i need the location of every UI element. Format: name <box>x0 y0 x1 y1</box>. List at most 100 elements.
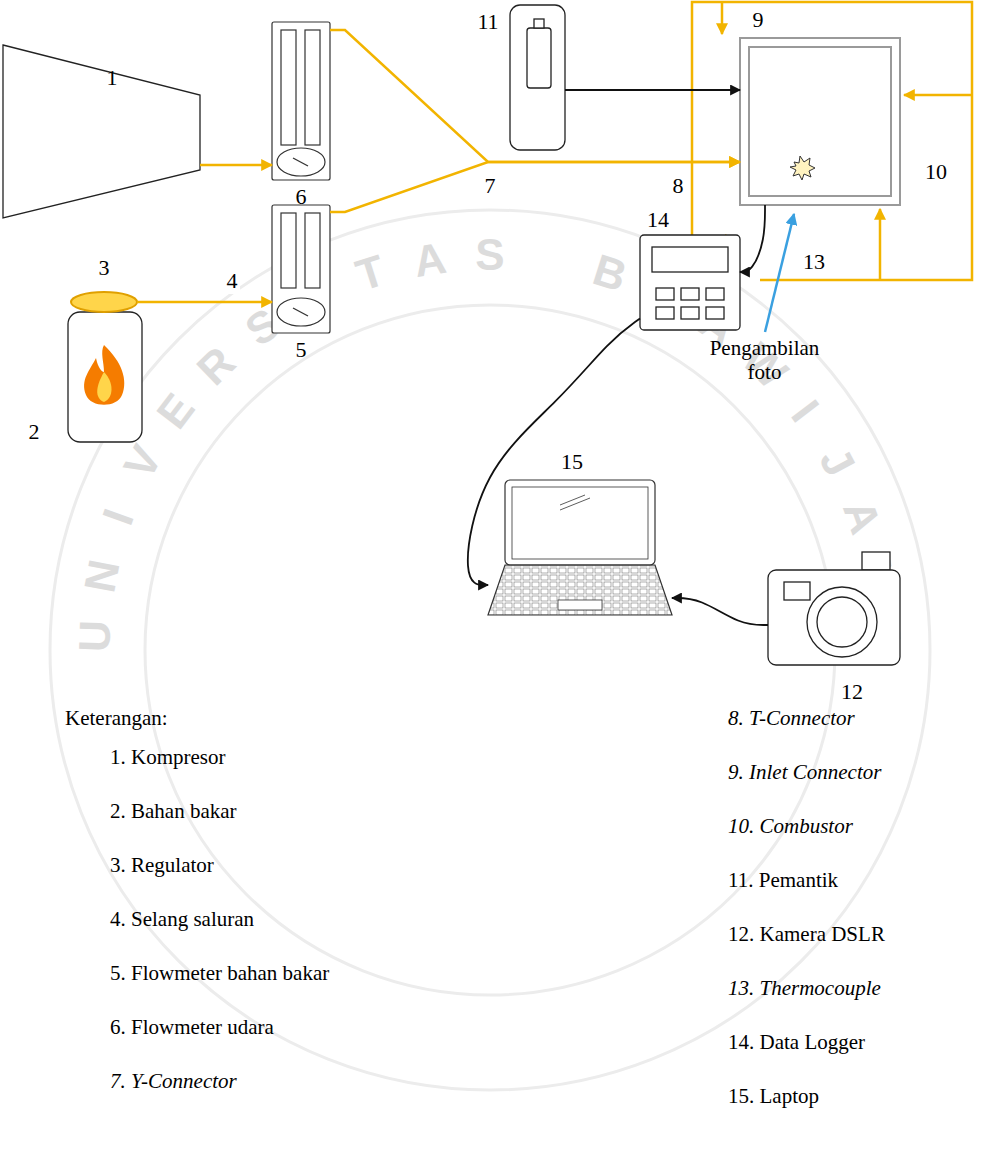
legend-item: 9. Inlet Connector <box>728 760 881 784</box>
fuel-tank-symbol <box>68 312 142 442</box>
laptop-symbol <box>488 480 672 615</box>
watermark-letter: B <box>587 245 632 302</box>
flame-symbol <box>790 156 815 180</box>
fuel-flowmeter-symbol <box>281 213 296 288</box>
gas-line <box>137 301 272 304</box>
regulator-node: 3 <box>71 292 137 312</box>
data-logger-symbol <box>640 235 740 330</box>
air-flowmeter-symbol <box>305 30 320 145</box>
legend-item: 7. Y-Connector <box>110 1069 237 1093</box>
air-flowmeter-symbol <box>277 148 325 176</box>
data-logger-symbol <box>681 307 699 319</box>
callout-number: 7 <box>485 173 496 198</box>
watermark-letter: I <box>781 391 828 431</box>
signal-line <box>740 205 765 272</box>
compressor-symbol <box>3 45 200 218</box>
data-logger-symbol <box>640 235 740 330</box>
fuel-flowmeter-symbol <box>293 308 308 316</box>
inlet-manifold <box>904 94 972 97</box>
camera-symbol <box>768 552 900 665</box>
callout-number: 5 <box>296 337 307 362</box>
fuel-tank-symbol <box>68 312 142 442</box>
watermark-letter: I <box>92 503 143 531</box>
signal-line <box>565 89 740 91</box>
watermark-letter: A <box>833 494 891 541</box>
callout-number: 13 <box>803 249 825 274</box>
camera-symbol <box>768 570 900 665</box>
igniter-symbol <box>534 19 544 28</box>
laptop-symbol <box>560 498 590 510</box>
data-logger-symbol <box>656 307 674 319</box>
watermark-letter: T <box>350 246 391 302</box>
legend-item: 8. T-Connector <box>728 706 855 730</box>
igniter-symbol <box>510 5 565 150</box>
watermark-rings <box>50 210 930 1090</box>
data-logger-symbol <box>706 307 724 319</box>
laptop-symbol <box>488 565 672 615</box>
inlet-manifold <box>879 209 882 280</box>
watermark-letter: U <box>70 619 121 653</box>
laptop-node: 15 <box>488 480 672 615</box>
legend-item: 6. Flowmeter udara <box>110 1015 274 1039</box>
legend-item: 5. Flowmeter bahan bakar <box>110 961 329 985</box>
photo-label: Pengambilan foto <box>702 336 827 384</box>
combustor-chamber <box>740 38 900 205</box>
watermark-letter: J <box>810 439 866 484</box>
legend-title: Keterangan: <box>65 706 168 730</box>
callout-number: 14 <box>647 207 669 232</box>
laptop-symbol <box>512 487 648 559</box>
callout-number: 15 <box>561 449 583 474</box>
air-flowmeter-symbol <box>281 30 296 145</box>
compressor-node: 1 <box>3 45 200 218</box>
callout-number: 2 <box>29 419 40 444</box>
signal-line <box>672 598 768 625</box>
regulator-symbol <box>71 292 137 312</box>
data-logger-symbol <box>681 288 699 300</box>
camera-symbol <box>862 552 890 570</box>
legend-item: 12. Kamera DSLR <box>728 922 885 946</box>
fuel-flowmeter-symbol <box>272 205 330 333</box>
combustor-chamber <box>740 38 900 205</box>
camera-symbol <box>817 597 867 647</box>
fuel-tank-symbol <box>97 372 111 402</box>
camera-symbol <box>784 582 810 600</box>
air-flowmeter-node: 6 <box>272 22 330 180</box>
legend-item: 14. Data Logger <box>728 1030 865 1054</box>
combustor-chamber <box>749 47 891 196</box>
photo-arrow <box>765 214 794 332</box>
inlet-manifold <box>721 2 724 34</box>
watermark-letter: A <box>410 233 449 287</box>
igniter-symbol <box>510 5 565 150</box>
igniter-symbol <box>527 28 551 88</box>
legend-item: 15. Laptop <box>728 1084 819 1108</box>
watermark-letter: N <box>74 556 129 597</box>
laptop-symbol <box>560 495 585 505</box>
air-flowmeter-symbol <box>272 22 330 180</box>
fuel-flowmeter-symbol <box>305 213 320 288</box>
laptop-symbol <box>558 600 602 610</box>
flame-symbol <box>790 156 815 180</box>
fuel-tank-node: 2 <box>68 312 142 442</box>
callout-number: 9 <box>753 7 764 32</box>
data-logger-symbol <box>706 288 724 300</box>
gas-line <box>200 164 272 167</box>
callout-number: 1 <box>107 65 118 90</box>
callout-number: 4 <box>225 268 240 293</box>
callout-number: 8 <box>673 173 684 198</box>
fuel-flowmeter-symbol <box>277 298 325 326</box>
data-logger-symbol <box>656 288 674 300</box>
signal-line <box>468 318 640 585</box>
photo-arrow <box>765 214 794 332</box>
legend-item: 1. Kompresor <box>110 745 225 769</box>
compressor-symbol <box>3 45 200 218</box>
legend-item: 10. Combustor <box>728 814 853 838</box>
regulator-symbol <box>71 292 137 312</box>
fuel-flowmeter-symbol <box>272 205 330 333</box>
callout-number: 11 <box>477 9 498 34</box>
callout-number: 3 <box>99 255 110 280</box>
camera-node: 12 <box>768 552 900 665</box>
legend-item: 4. Selang saluran <box>110 907 254 931</box>
fuel-tank-symbol <box>84 345 124 405</box>
fuel-flowmeter-node: 5 <box>272 205 330 333</box>
